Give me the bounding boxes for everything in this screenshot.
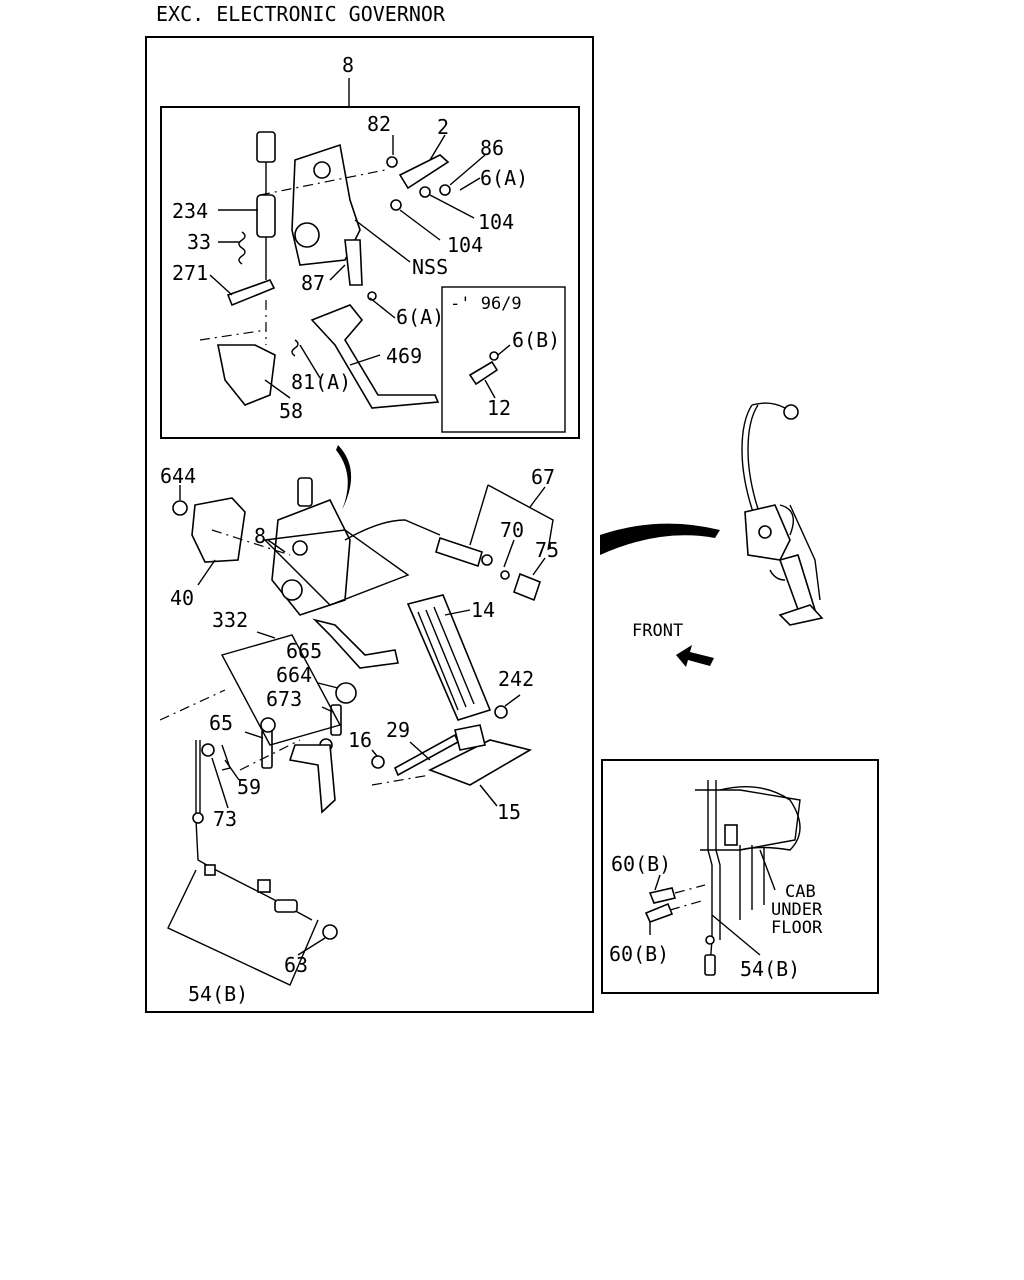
cab-under-floor-detail [644, 780, 801, 976]
label-2: 2 [437, 115, 449, 139]
label-nss: NSS [412, 255, 448, 279]
upper-leaders [209, 134, 511, 399]
label-8-top: 8 [342, 53, 354, 77]
label-332: 332 [212, 608, 248, 632]
label-33: 33 [187, 230, 211, 254]
main-frame [145, 36, 594, 1013]
inset-pre-96-label: -' 96/9 [450, 294, 522, 314]
label-75: 75 [535, 538, 559, 562]
label-6a-1: 6(A) [480, 166, 528, 190]
label-673: 673 [266, 687, 302, 711]
label-73: 73 [213, 807, 237, 831]
diagram-title: EXC. ELECTRONIC GOVERNOR [156, 2, 446, 26]
label-8-mid: 8 [254, 524, 266, 548]
label-644: 644 [160, 464, 196, 488]
inset-pre-96-frame [441, 286, 566, 433]
label-59: 59 [237, 775, 261, 799]
label-104-1: 104 [478, 210, 514, 234]
label-234: 234 [172, 199, 208, 223]
front-arrow-icon [676, 645, 714, 667]
label-664: 664 [276, 663, 312, 687]
label-6a-2: 6(A) [396, 305, 444, 329]
label-15: 15 [497, 800, 521, 824]
label-12: 12 [487, 396, 511, 420]
label-82: 82 [367, 112, 391, 136]
label-469: 469 [386, 344, 422, 368]
cab-label-line1: CAB [785, 882, 816, 902]
label-65: 65 [209, 711, 233, 735]
label-54b-inset: 54(B) [740, 957, 800, 981]
label-29: 29 [386, 718, 410, 742]
middle-leaders [167, 484, 554, 986]
label-665: 665 [286, 639, 322, 663]
label-86: 86 [480, 136, 504, 160]
label-271: 271 [172, 261, 208, 285]
label-60b-2: 60(B) [609, 942, 669, 966]
label-14: 14 [471, 598, 495, 622]
label-60b-1: 60(B) [611, 852, 671, 876]
label-40: 40 [170, 586, 194, 610]
label-70: 70 [500, 518, 524, 542]
pedal-assembly-middle [159, 477, 541, 940]
front-label: FRONT [632, 621, 683, 641]
label-87: 87 [301, 271, 325, 295]
cab-label-line3: FLOOR [771, 918, 823, 938]
cab-under-floor-frame [601, 759, 879, 994]
label-54b-main: 54(B) [188, 982, 248, 1006]
assembly-8-frame [160, 106, 580, 439]
section-pointer-arrow [336, 445, 352, 510]
cab-label-line2: UNDER [771, 900, 823, 920]
label-63: 63 [284, 953, 308, 977]
label-16: 16 [348, 728, 372, 752]
label-6b: 6(B) [512, 328, 560, 352]
vehicle-location-view [600, 402, 824, 626]
label-104-2: 104 [447, 233, 483, 257]
label-58: 58 [279, 399, 303, 423]
pedal-bracket-upper [199, 131, 499, 409]
label-81a: 81(A) [291, 370, 351, 394]
label-67: 67 [531, 465, 555, 489]
label-242: 242 [498, 667, 534, 691]
